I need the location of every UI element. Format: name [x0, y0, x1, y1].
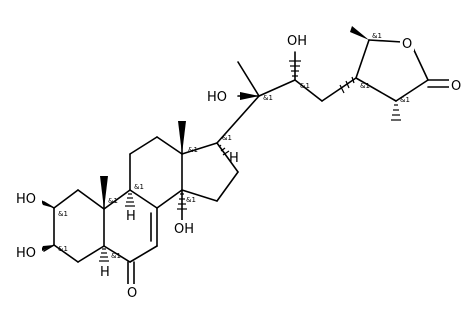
bond-c6-c5 [103, 245, 131, 263]
bond-c25-o [368, 39, 403, 43]
bond-c20-c22 [258, 79, 296, 97]
stereo-c5: &1 [111, 252, 121, 260]
label-o-c6: O [127, 286, 137, 301]
bond-c24-c25 [355, 39, 370, 79]
stereo-c3: &1 [58, 245, 68, 253]
bond-c20-me [237, 61, 260, 97]
stereo-c10: &1 [108, 197, 118, 205]
stereo-c17: &1 [222, 134, 232, 142]
stereo-c14: &1 [186, 196, 196, 204]
label-o-ring: O [402, 37, 412, 52]
wedge-c10-me [100, 176, 108, 209]
stereo-c24: &1 [360, 82, 370, 90]
bond-c7-c6 [129, 245, 158, 263]
bond-c16-c15 [216, 171, 239, 202]
hashed-bonds [99, 60, 401, 262]
bond-c10-c1 [77, 189, 105, 210]
label-oh-c2: HO [16, 192, 36, 207]
bond-c26-c27 [395, 79, 429, 102]
bond-c12-c13 [156, 136, 183, 155]
stereo-markers: &1 &1 &1 &1 &1 &1 &1 &1 &1 &1 &1 &1 &1 [58, 32, 410, 260]
label-oh-c20: HO [207, 90, 227, 105]
bond-o-c26 [412, 47, 429, 81]
bond-c4-c5 [77, 245, 105, 263]
stereo-c9: &1 [134, 183, 144, 191]
wedge-c13-me [178, 121, 186, 154]
wedge-c3-oh [40, 245, 54, 252]
bond-c20-c17 [216, 95, 260, 144]
stereo-c25: &1 [372, 32, 382, 40]
stereo-c13: &1 [188, 146, 198, 154]
stereo-c2: &1 [58, 210, 68, 218]
label-h-c17: H [229, 151, 239, 166]
label-h-c9: H [126, 209, 136, 224]
stereo-c22: &1 [300, 82, 310, 90]
wedge-bonds [40, 26, 369, 252]
bond-c23-c24 [321, 77, 357, 102]
bond-c27-c24 [355, 77, 397, 102]
bond-c11-c12 [129, 136, 158, 155]
bonds [43, 39, 450, 289]
bond-c17-c16 [216, 142, 239, 173]
stereo-c20: &1 [263, 94, 273, 102]
atom-labels: HO HO O OH HO OH O O H H H [10, 32, 463, 302]
label-oh-c14: OH [174, 222, 194, 237]
bond-c1-c2 [53, 189, 79, 209]
label-h-c5: H [100, 265, 110, 280]
label-o-carbonyl: O [451, 79, 461, 94]
bond-c13-c17 [181, 142, 218, 155]
stereo-c27: &1 [400, 96, 410, 104]
bond-c3-oh [43, 244, 55, 252]
bond-c15-c14 [181, 189, 218, 202]
label-oh-c3: HO [16, 246, 36, 261]
wedge-c20-oh [240, 92, 259, 100]
wedge-c2-oh [40, 199, 54, 208]
wedge-c25-me [350, 26, 369, 40]
bond-c14-c8 [156, 189, 183, 209]
bond-c10-c9 [103, 189, 131, 210]
bond-c3-c4 [53, 244, 79, 263]
label-oh-c22: OH [287, 34, 307, 49]
bond-c9-c8 [129, 189, 158, 209]
bond-c22-c23 [294, 79, 323, 102]
